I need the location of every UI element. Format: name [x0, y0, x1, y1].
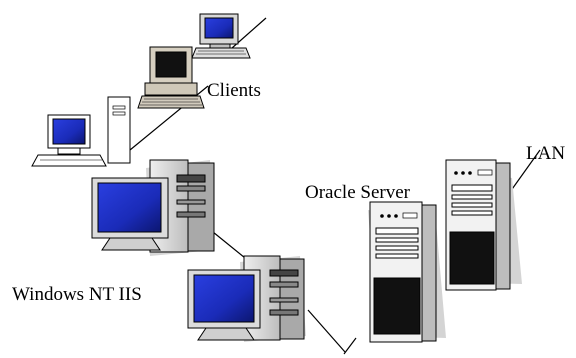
iis-workstation-lower	[187, 255, 306, 342]
lan-line-bottom	[307, 309, 346, 353]
client-computer-left	[31, 96, 131, 167]
iis-workstation-upper	[91, 159, 215, 256]
lan-line-bottom-right	[343, 337, 357, 355]
clients-label: Clients	[207, 80, 261, 101]
oracle-server-label: Oracle Server	[305, 182, 411, 203]
client-computer-top	[191, 13, 251, 59]
client-computer-middle	[137, 46, 205, 109]
lan-label: LAN	[526, 143, 565, 164]
oracle-server-front	[368, 201, 446, 343]
lan-line-right	[509, 149, 541, 193]
oracle-server-rear	[445, 159, 522, 291]
windows-nt-iis-label: Windows NT IIS	[12, 284, 142, 305]
